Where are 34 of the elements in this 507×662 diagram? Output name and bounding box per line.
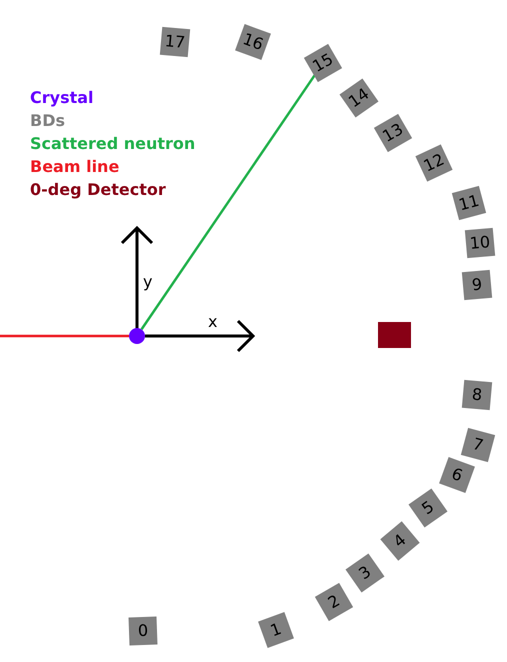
- axis-label: x: [208, 312, 218, 331]
- axis-label: y: [143, 272, 152, 291]
- detector-box: [462, 380, 492, 410]
- legend-entry: Crystal: [30, 88, 94, 107]
- detector-number: 15: [310, 50, 336, 76]
- neutron-path: [140, 74, 316, 330]
- detector-number: 1: [268, 620, 284, 640]
- detector-number: 4: [390, 532, 410, 550]
- detector-number: 10: [469, 234, 491, 252]
- detector-box: [462, 270, 492, 300]
- detector-number: 2: [326, 592, 342, 612]
- detector-number: 13: [380, 120, 406, 146]
- detector-number: 6: [449, 466, 465, 484]
- crystal-dot: [129, 328, 145, 344]
- detector-number: 5: [419, 498, 437, 518]
- detector-number: 12: [421, 151, 447, 175]
- detector-number: 17: [164, 33, 186, 51]
- detector-number: 0: [138, 622, 148, 640]
- detector-number: 7: [471, 436, 485, 454]
- legend-entry: BDs: [30, 111, 65, 130]
- detector-block: [378, 322, 411, 348]
- detector-box: [160, 26, 190, 58]
- detector-number: 8: [471, 386, 483, 404]
- detector-number: 11: [457, 192, 481, 214]
- detector-box: [464, 228, 496, 258]
- detector-box: [128, 616, 158, 646]
- detector-number: 3: [356, 564, 374, 582]
- legend-entry: Beam line: [30, 157, 120, 176]
- detector-number: 9: [471, 276, 483, 294]
- beam-line: [0, 334, 129, 338]
- detector-number: 14: [346, 86, 372, 110]
- legend-entry: Scattered neutron: [30, 134, 196, 153]
- legend-entry: 0-deg Detector: [30, 180, 166, 199]
- detector-number: 16: [240, 31, 266, 53]
